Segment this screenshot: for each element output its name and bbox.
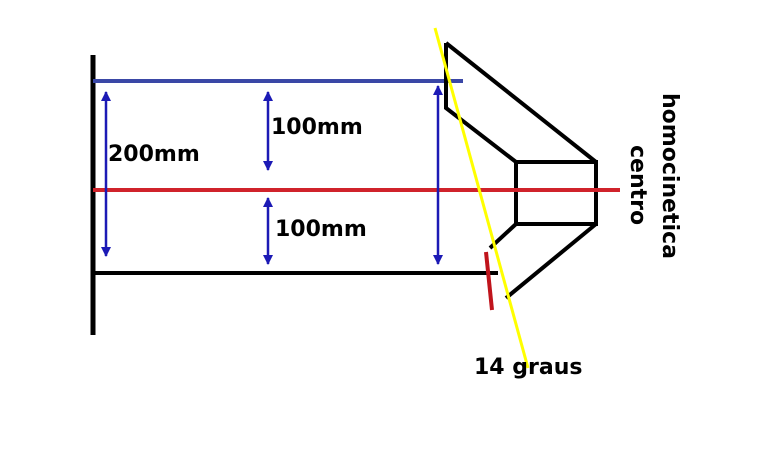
label-centro: centro [625, 145, 650, 226]
housing-upper-outline [444, 43, 598, 226]
label-upper-100mm: 100mm [271, 115, 363, 140]
label-angle: 14 graus [474, 355, 583, 380]
label-homocinetica: homocinetica [657, 93, 682, 259]
label-lower-100mm: 100mm [275, 217, 367, 242]
angle-line [433, 27, 530, 369]
housing-lower-outline [504, 222, 598, 300]
housing-upper-diagonal [444, 41, 598, 164]
lower-tab [484, 251, 494, 311]
label-200mm: 200mm [108, 142, 200, 167]
